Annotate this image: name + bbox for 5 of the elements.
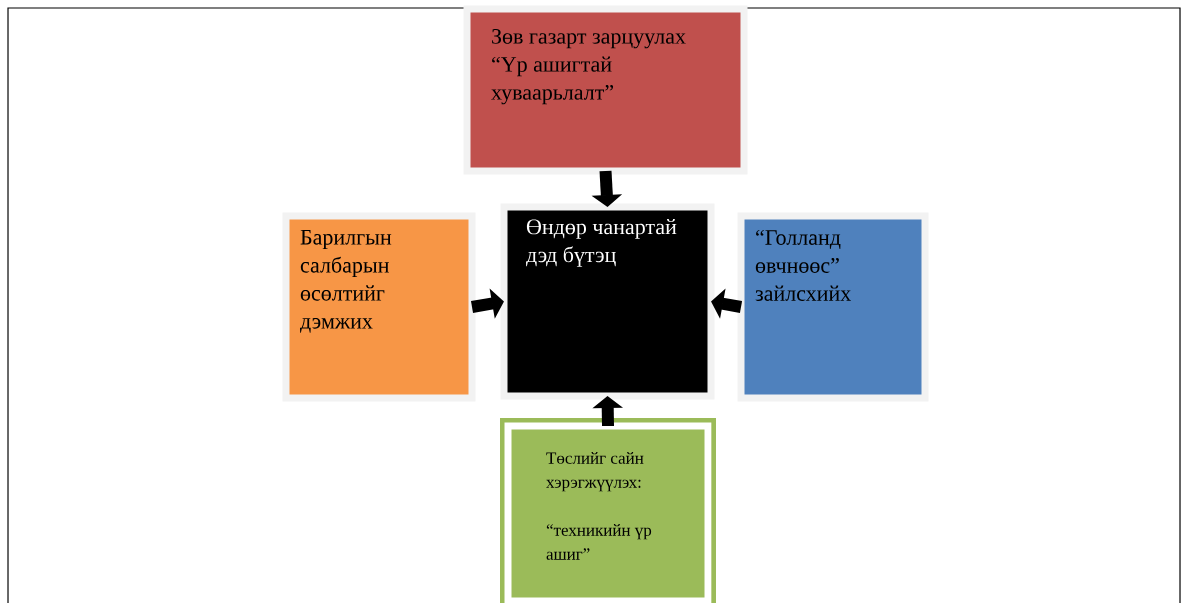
process-box: “Голланд өвчнөөс” зайлсхийх (737, 212, 929, 402)
process-box: Барилгын салбарын өсөлтийг дэмжих (282, 212, 476, 402)
process-box: Төслийг сайн хэрэгжүүлэх: “техникийн үр ашиг” (500, 418, 716, 603)
process-box: Зөв газарт зарцуулах “Үр ашигтай хуваарьлалт” (463, 5, 748, 175)
process-box: Өндөр чанартай дэд бүтэц (500, 203, 715, 400)
